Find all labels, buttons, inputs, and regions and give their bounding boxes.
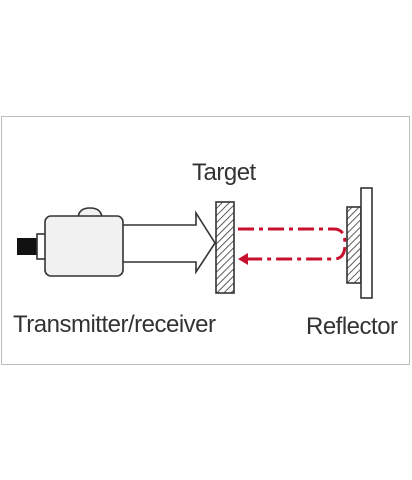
reflector-label: Reflector (306, 313, 398, 340)
transmitter-receiver-label: Transmitter/receiver (13, 311, 216, 338)
emitted-beam-arrow (123, 210, 216, 275)
return-arrowhead (238, 253, 248, 265)
photoelectric-sensor-icon (44, 207, 124, 277)
sensor-cable (17, 233, 47, 260)
reflected-beam-path (238, 227, 347, 265)
target-label: Target (192, 159, 256, 186)
hatched-target-block-icon (215, 201, 235, 294)
retroreflector-icon (346, 187, 373, 299)
